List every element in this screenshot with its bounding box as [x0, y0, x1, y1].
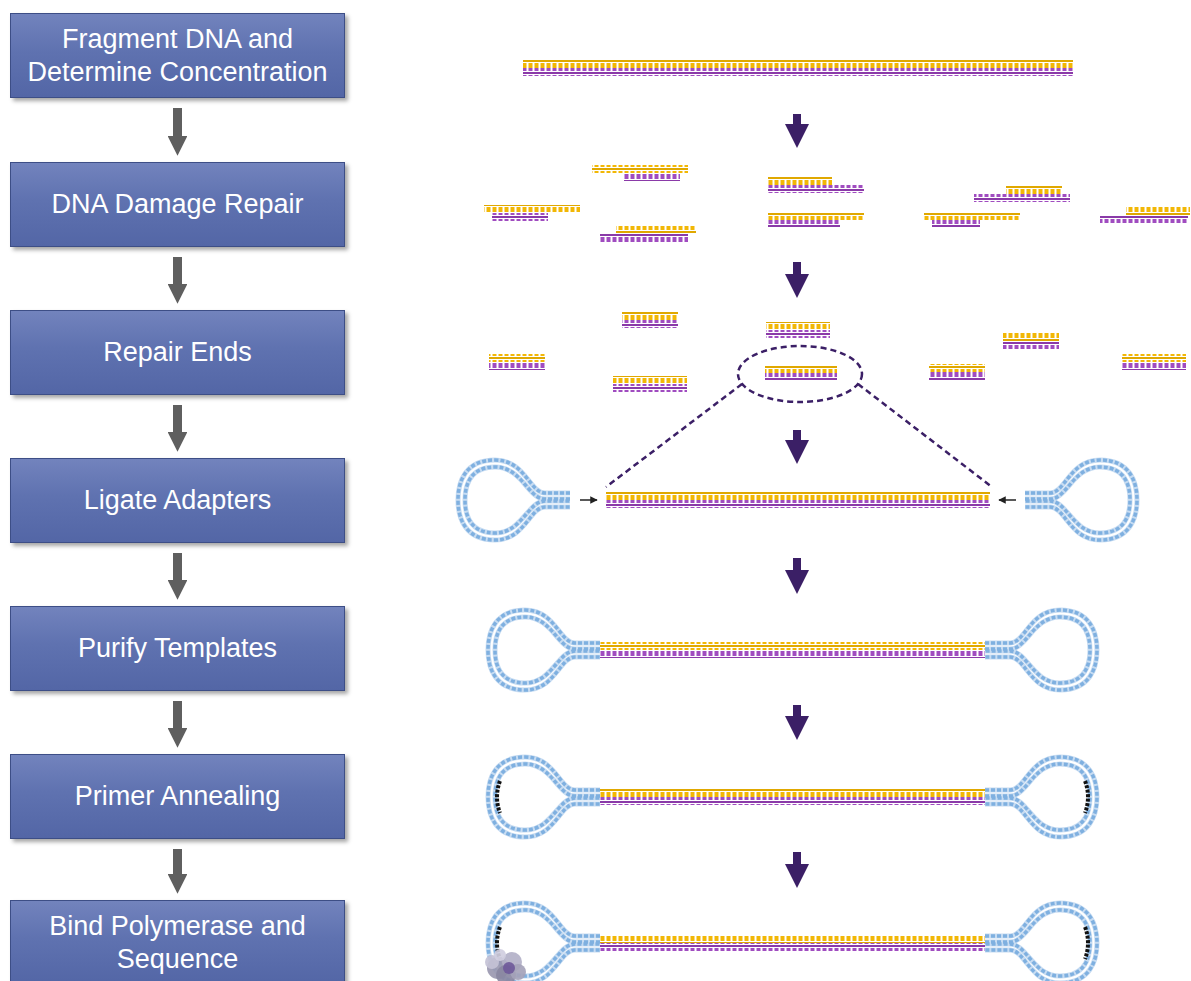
dna-strand	[768, 177, 832, 185]
dna-strand	[768, 220, 840, 228]
dna-strand	[1122, 362, 1186, 370]
step-arrow	[793, 852, 801, 876]
hairpin-adapter	[985, 903, 1097, 981]
dna-strand	[974, 194, 1070, 202]
dna-strand	[1122, 354, 1186, 362]
dna-strand	[600, 642, 985, 650]
step-arrow	[793, 558, 801, 582]
dna-strand	[523, 68, 1073, 76]
dna-strand	[592, 165, 688, 173]
dna-strand	[484, 205, 580, 213]
dna-strand	[600, 234, 688, 242]
dna-strand	[929, 372, 985, 380]
process-box: Ligate Adapters	[10, 458, 345, 543]
dna-strand	[622, 320, 678, 328]
flow-arrow	[173, 108, 182, 140]
dna-strand	[600, 650, 985, 658]
hairpin-adapter	[488, 757, 600, 837]
dna-strand	[765, 365, 837, 373]
dna-strand	[600, 943, 985, 951]
dna-strand	[489, 354, 545, 362]
hairpin-adapter	[1025, 460, 1137, 540]
dna-strand	[624, 173, 680, 181]
step-label: DNA Damage Repair	[47, 186, 307, 222]
step-label: Purify Templates	[74, 630, 281, 666]
flow-arrow	[173, 257, 182, 288]
flow-arrow	[173, 701, 182, 732]
dna-strand	[929, 364, 985, 372]
dna-strand	[1003, 341, 1059, 349]
dna-strand	[492, 213, 548, 221]
ligation-arrow	[999, 499, 1016, 501]
dna-strand	[613, 384, 687, 392]
process-box: Repair Ends	[10, 310, 345, 395]
step-arrow	[793, 114, 801, 136]
hairpin-adapter	[985, 757, 1097, 837]
dna-strand	[523, 60, 1073, 68]
hairpin-adapter	[488, 610, 600, 690]
flow-arrow	[173, 405, 182, 436]
dna-strand	[606, 492, 990, 500]
dna-strand	[932, 220, 980, 228]
hairpin-adapter	[458, 460, 570, 540]
zoom-line	[606, 384, 742, 487]
dna-strand	[1126, 207, 1190, 215]
step-label: Primer Annealing	[71, 778, 285, 814]
process-box: Fragment DNA and Determine Concentration	[10, 13, 345, 98]
dna-strand	[600, 789, 985, 797]
ligation-arrow	[580, 499, 597, 501]
hairpin-adapter	[488, 903, 600, 981]
process-box: DNA Damage Repair	[10, 162, 345, 247]
polymerase	[485, 949, 526, 981]
dna-strand	[1006, 186, 1062, 194]
flow-arrow	[173, 849, 182, 878]
zoom-line	[858, 384, 992, 487]
dna-strand	[1100, 215, 1188, 223]
process-box: Primer Annealing	[10, 754, 345, 839]
dna-strand	[924, 212, 1020, 220]
process-box: Bind Polymerase and Sequence	[10, 900, 345, 981]
dna-illustration	[458, 60, 1190, 981]
step-label: Bind Polymerase and Sequence	[11, 908, 344, 977]
step-arrow	[793, 262, 801, 286]
step-label: Ligate Adapters	[80, 482, 276, 518]
process-box: Purify Templates	[10, 606, 345, 691]
step-arrow	[793, 430, 801, 452]
dna-strand	[768, 212, 864, 220]
dna-strand	[600, 935, 985, 943]
dna-strand	[606, 500, 990, 508]
dna-strand	[766, 322, 830, 330]
dna-strand	[1003, 333, 1059, 341]
dna-strand	[768, 185, 864, 193]
dna-strand	[622, 312, 678, 320]
dna-strand	[616, 226, 696, 234]
zoom-ellipse	[738, 346, 862, 402]
flow-arrow	[173, 553, 182, 584]
dna-strand	[766, 330, 830, 338]
hairpin-adapter	[985, 610, 1097, 690]
dna-strand	[613, 376, 687, 384]
dna-strand	[765, 373, 837, 381]
dna-strand	[489, 362, 545, 370]
dna-strand	[600, 797, 985, 805]
step-label: Fragment DNA and Determine Concentration	[11, 21, 344, 90]
step-label: Repair Ends	[99, 334, 256, 370]
step-arrow	[793, 705, 801, 728]
